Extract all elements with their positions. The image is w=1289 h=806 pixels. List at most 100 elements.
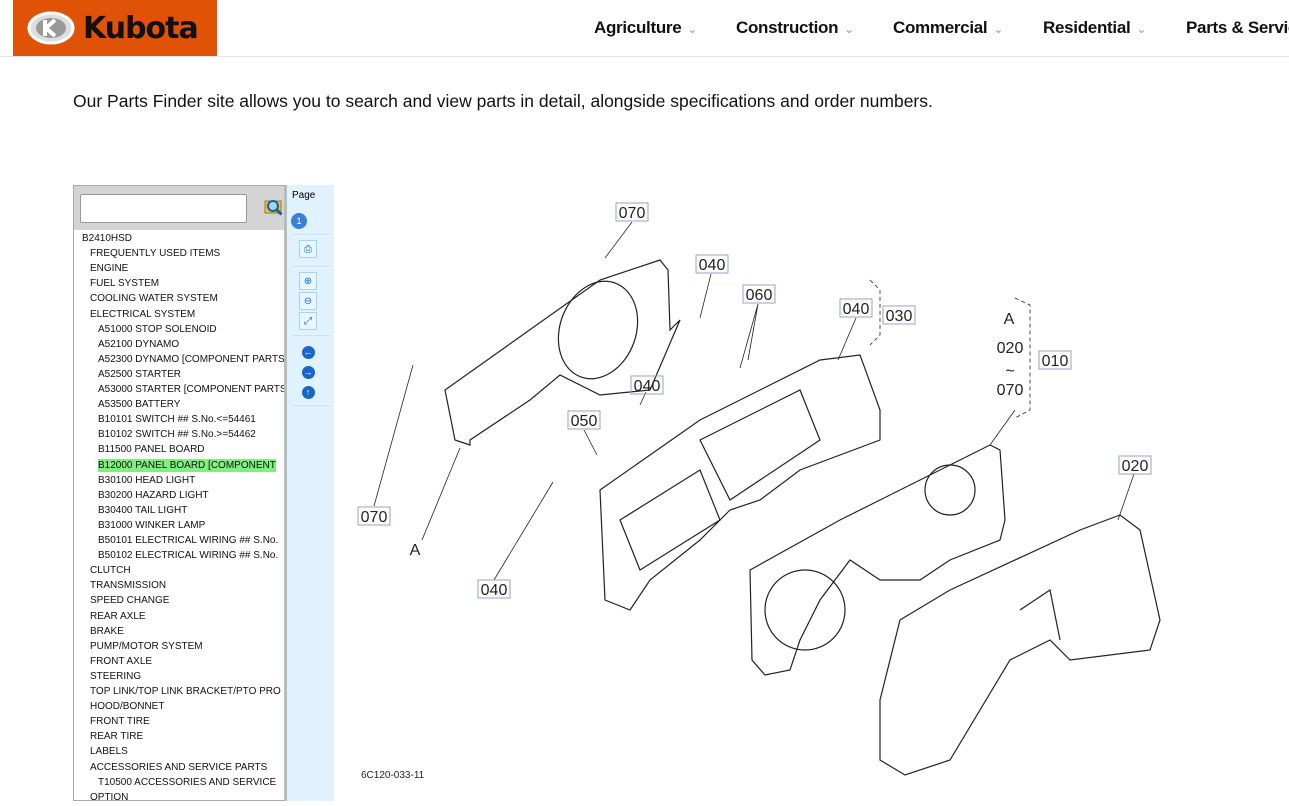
tree-item[interactable]: STEERING	[90, 670, 142, 682]
tree-item-selected[interactable]: B12000 PANEL BOARD [COMPONENT	[98, 458, 276, 472]
callout-label[interactable]: 040	[843, 301, 870, 318]
chevron-down-icon: ⌄	[993, 22, 1004, 36]
nav-label: Residential	[1043, 18, 1131, 37]
tree-item[interactable]: A53500 BATTERY	[98, 399, 181, 411]
callout-box	[1118, 455, 1152, 475]
back-bracket-drawing	[444, 259, 681, 446]
zoom-in-icon[interactable]: ⊕	[299, 272, 317, 290]
tree-item[interactable]: B30400 TAIL LIGHT	[98, 504, 188, 516]
arrow-left-icon[interactable]: ←	[301, 345, 315, 359]
tree-item[interactable]: B11500 PANEL BOARD	[98, 444, 205, 456]
tree-item[interactable]: B50102 ELECTRICAL WIRING ## S.No.	[98, 550, 279, 562]
tree-item[interactable]: LABELS	[90, 746, 128, 758]
tree-item[interactable]: B50101 ELECTRICAL WIRING ## S.No.	[98, 535, 279, 546]
callout-label[interactable]: 040	[481, 582, 508, 599]
site-header: Kubota Agriculture⌄ Construction⌄ Commer…	[0, 0, 1289, 57]
tree-item[interactable]: B30100 HEAD LIGHT	[98, 474, 196, 486]
nav-parts-service[interactable]: Parts & Service	[1186, 18, 1289, 38]
callout-box	[695, 254, 729, 274]
callout-label[interactable]: 040	[699, 257, 726, 274]
divider	[292, 266, 330, 267]
tree-item[interactable]: A51000 STOP SOLENOID	[98, 323, 217, 335]
tree-item[interactable]: ACCESSORIES AND SERVICE PARTS	[90, 761, 268, 773]
print-icon[interactable]: ⎙	[299, 240, 317, 258]
tree-item[interactable]: BRAKE	[90, 625, 124, 637]
tree-item[interactable]: ENGINE	[90, 263, 129, 275]
tree-item[interactable]: B10101 SWITCH ## S.No.<=54461	[98, 414, 256, 426]
tree-item[interactable]: COOLING WATER SYSTEM	[90, 293, 218, 305]
tree-item[interactable]: A53000 STARTER [COMPONENT PARTS]	[98, 384, 287, 395]
search-icon[interactable]	[264, 197, 284, 217]
callout-box	[882, 305, 916, 325]
nav-label: Commercial	[893, 18, 988, 37]
tree-item[interactable]: REAR AXLE	[90, 610, 146, 622]
page-1-button[interactable]: 1	[290, 212, 308, 230]
callout-label[interactable]: 020	[1122, 458, 1149, 475]
tree-item[interactable]: FUEL SYSTEM	[90, 278, 160, 290]
search-input[interactable]	[80, 194, 247, 223]
callout-box	[567, 410, 601, 430]
tree-item[interactable]: A52300 DYNAMO [COMPONENT PARTS]	[98, 353, 287, 365]
diagram-code: 6C120-033-11	[361, 770, 425, 781]
chevron-down-icon: ⌄	[1136, 22, 1147, 36]
fit-screen-icon[interactable]: ⤢	[299, 312, 317, 330]
callout-box	[477, 579, 511, 599]
callout-label[interactable]: 070	[997, 382, 1024, 399]
chevron-down-icon: ⌄	[844, 22, 854, 36]
callout-label[interactable]: 040	[634, 378, 661, 395]
tree-item[interactable]: T10500 ACCESSORIES AND SERVICE	[98, 776, 277, 788]
tree-item[interactable]: REAR TIRE	[90, 731, 144, 743]
kubota-logo[interactable]: Kubota	[13, 0, 217, 56]
tree-item[interactable]: B10102 SWITCH ## S.No.>=54462	[98, 429, 256, 441]
tree-item[interactable]: SPEED CHANGE	[90, 595, 170, 607]
callout-box	[615, 202, 649, 222]
tree-item[interactable]: HOOD/BONNET	[90, 701, 165, 713]
tree-item[interactable]: FRONT TIRE	[90, 716, 150, 728]
viewer-toolbar: Page 1 ⎙ ⊕ ⊖ ⤢ ← → ↑	[287, 185, 334, 801]
tree-item[interactable]: B2410HSD	[82, 233, 133, 244]
callout-label[interactable]: 060	[746, 287, 773, 304]
tree-item[interactable]: CLUTCH	[90, 565, 131, 577]
callout-box	[357, 506, 391, 526]
callout-label[interactable]: 070	[619, 205, 646, 222]
arrow-right-icon[interactable]: →	[301, 365, 315, 379]
tree-item[interactable]: TRANSMISSION	[90, 580, 167, 592]
callout-box	[1038, 350, 1072, 370]
callout-label[interactable]: A	[1004, 311, 1015, 328]
meter-cover-drawing	[879, 514, 1161, 776]
nav-label: Agriculture	[594, 18, 682, 37]
tree-item[interactable]: A52500 STARTER	[98, 368, 182, 380]
nav-commercial[interactable]: Commercial ⌄	[893, 18, 1003, 38]
callout-label[interactable]: ~	[1005, 363, 1014, 380]
divider	[292, 234, 330, 235]
nav-label: Construction	[736, 18, 839, 37]
nav-construction[interactable]: Construction ⌄	[736, 18, 854, 38]
brand-wordmark: Kubota	[83, 10, 199, 46]
divider	[292, 405, 330, 406]
tree-item[interactable]: FREQUENTLY USED ITEMS	[90, 248, 221, 260]
tree-item[interactable]: ELECTRICAL SYSTEM	[90, 308, 196, 320]
callout-label[interactable]: 050	[571, 413, 598, 430]
callout-label[interactable]: 010	[1042, 353, 1069, 370]
tree-item[interactable]: OPTION	[90, 791, 129, 801]
tree-item[interactable]: B31000 WINKER LAMP	[98, 519, 206, 531]
meter-panel-drawing	[749, 444, 1006, 676]
callout-label[interactable]: 070	[361, 509, 388, 526]
tree-item[interactable]: B30200 HAZARD LIGHT	[98, 489, 209, 501]
callout-label[interactable]: A	[410, 542, 421, 559]
tree-item[interactable]: FRONT AXLE	[90, 655, 153, 667]
nav-agriculture[interactable]: Agriculture⌄	[594, 18, 697, 38]
callout-label[interactable]: 020	[997, 340, 1024, 357]
tree-item[interactable]: TOP LINK/TOP LINK BRACKET/PTO PRO	[90, 686, 281, 697]
leader-lines	[373, 221, 1135, 581]
nav-residential[interactable]: Residential ⌄	[1043, 18, 1146, 38]
zoom-out-icon[interactable]: ⊖	[299, 292, 317, 310]
kubota-emblem-icon	[27, 11, 75, 45]
arrow-up-icon[interactable]: ↑	[299, 383, 317, 401]
callout-label[interactable]: 030	[886, 308, 913, 325]
tree-item[interactable]: A52100 DYNAMO	[98, 338, 180, 350]
tree-item[interactable]: PUMP/MOTOR SYSTEM	[90, 640, 203, 652]
nav-label: Parts & Service	[1186, 18, 1289, 37]
